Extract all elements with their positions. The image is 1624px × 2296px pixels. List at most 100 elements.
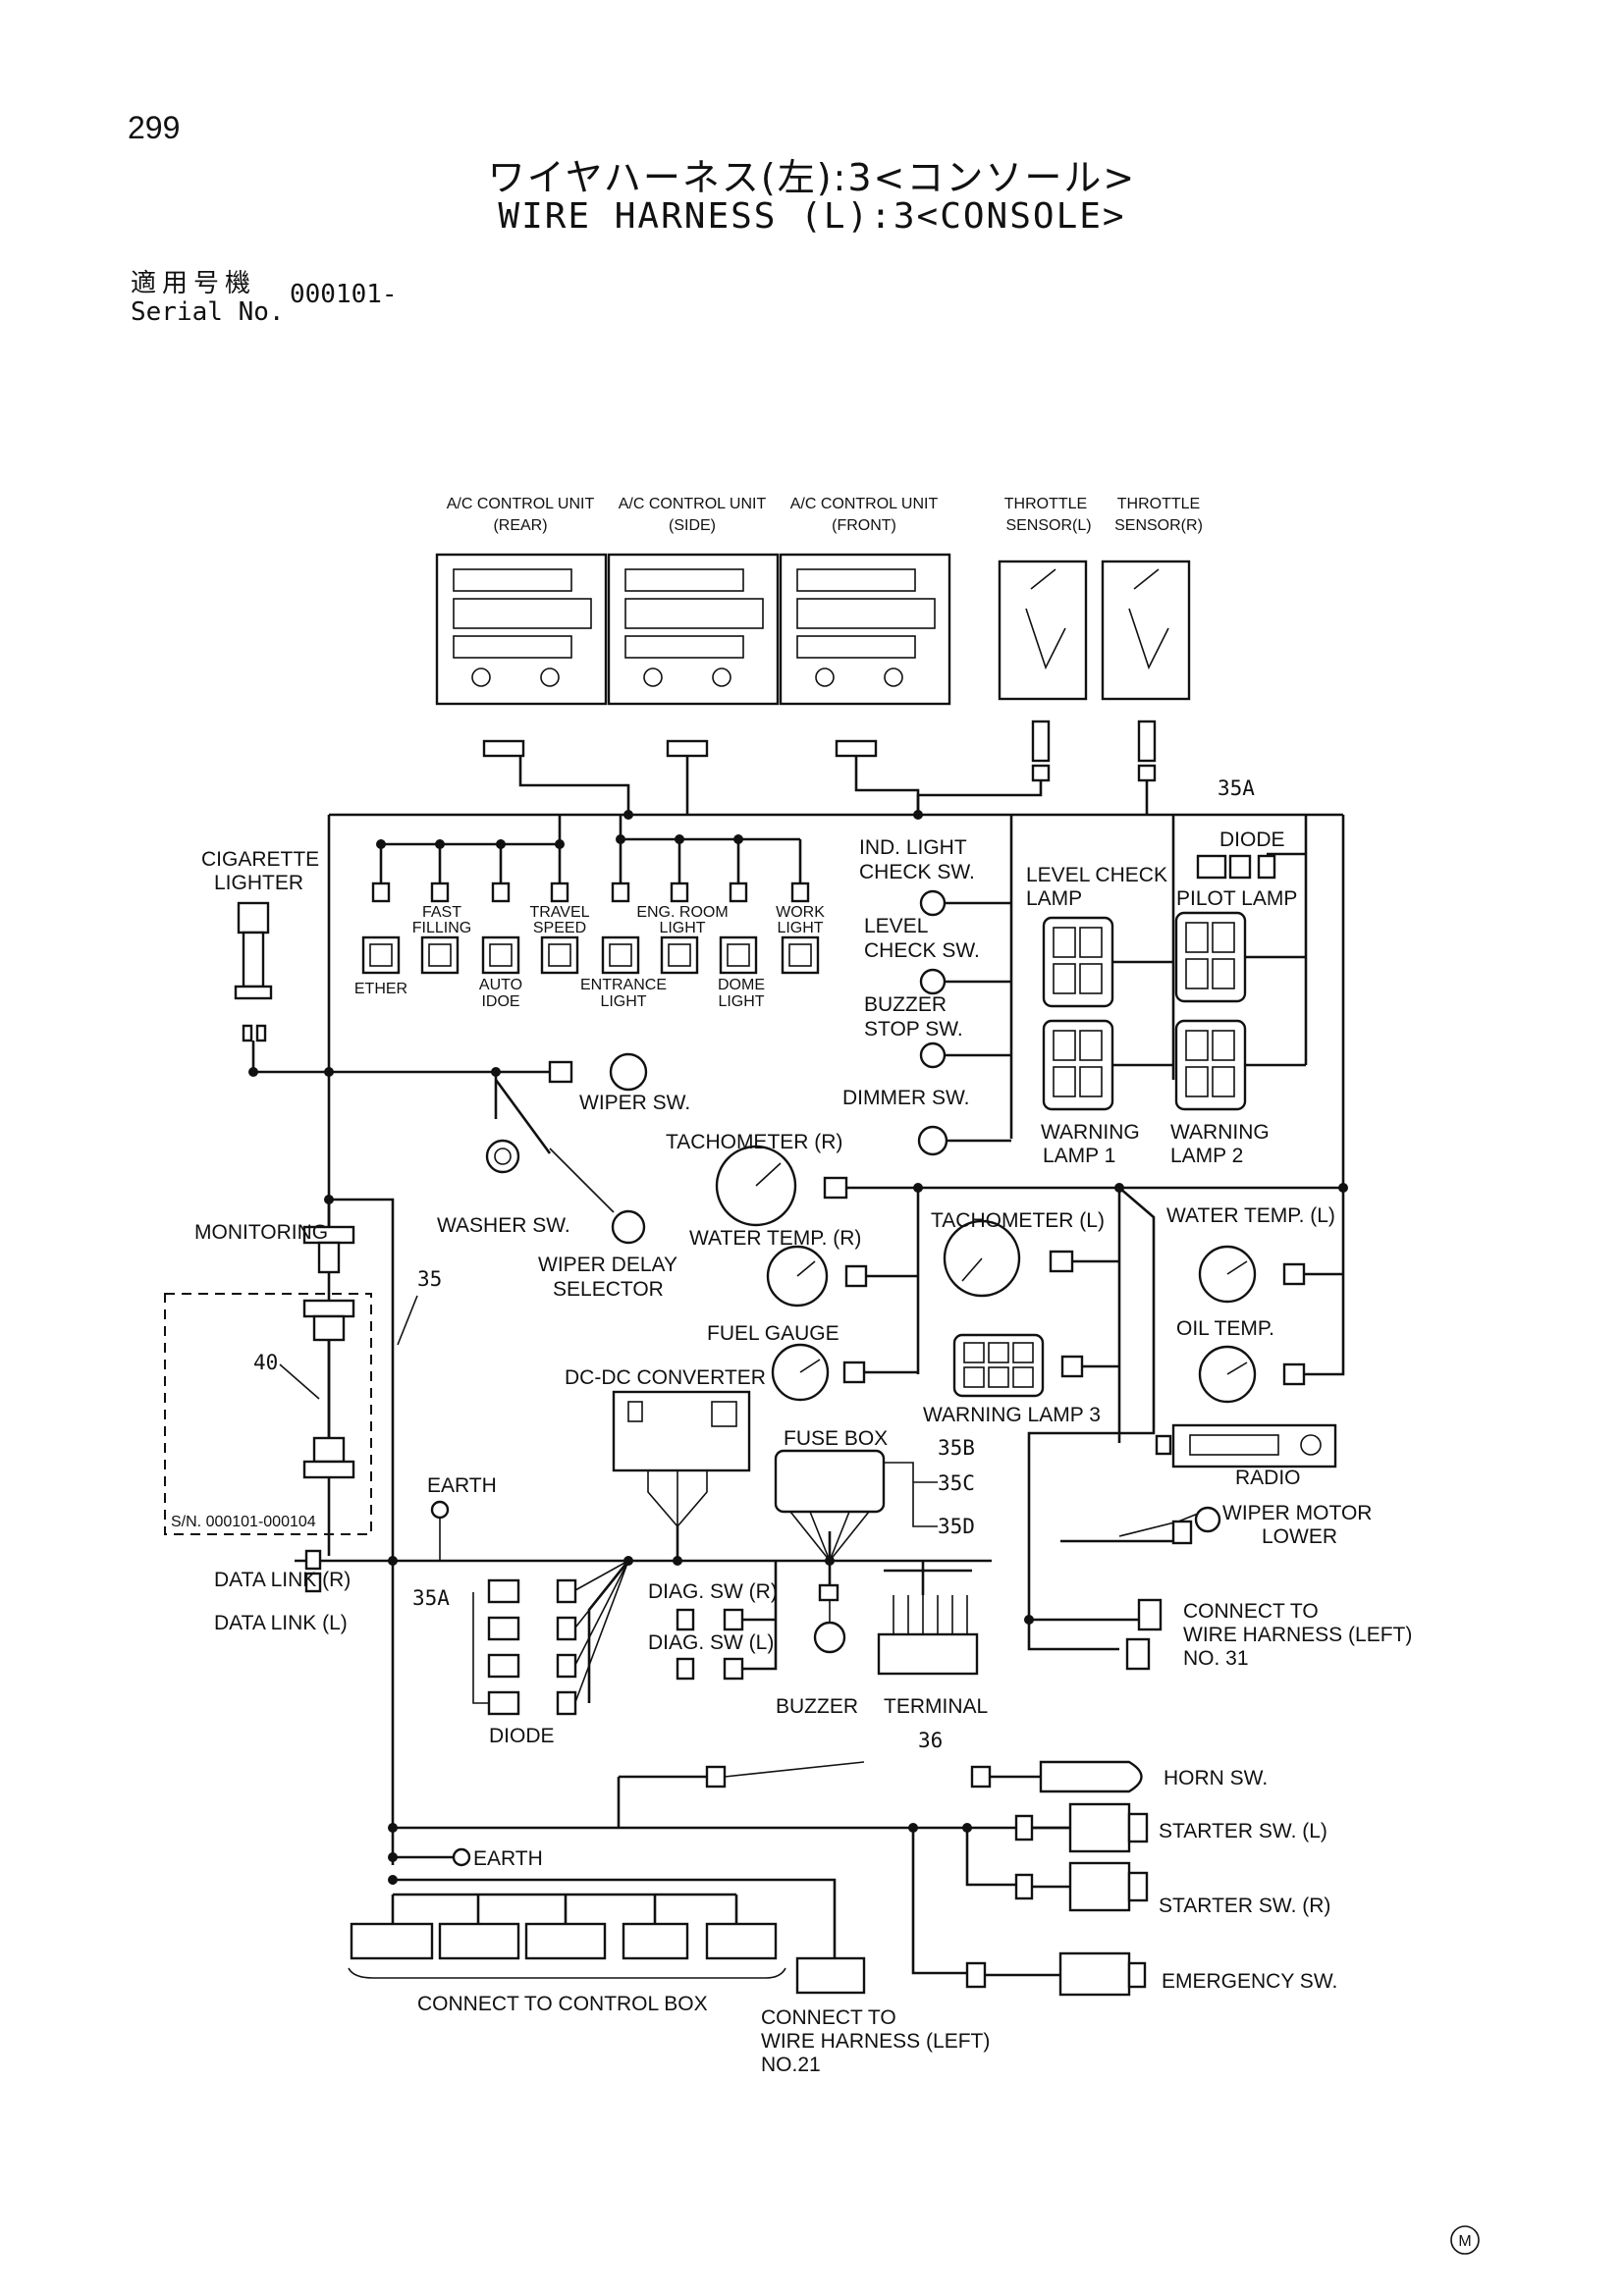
label-fuse-box: FUSE BOX — [784, 1427, 888, 1450]
label-water-temp-l: WATER TEMP. (L) — [1166, 1204, 1335, 1227]
label-fast-filling-2: FILLING — [412, 920, 471, 936]
label-monitoring: MONITORING — [194, 1221, 328, 1244]
label-buzzer-stop-1: BUZZER — [864, 993, 947, 1016]
switch-connectors-row — [371, 881, 810, 903]
pilot-lamp — [1174, 911, 1306, 1003]
label-earth-bottom: EARTH — [473, 1847, 543, 1870]
label-ref-36: 36 — [918, 1729, 943, 1752]
monitoring-connector — [302, 1225, 355, 1479]
label-data-link-l: DATA LINK (L) — [214, 1612, 348, 1634]
serial-range-box — [164, 1293, 372, 1535]
callout-35 — [397, 1295, 418, 1346]
wiper-switch — [548, 1052, 648, 1092]
label-washer-sw: WASHER SW. — [437, 1214, 570, 1237]
label-travel-speed-1: TRAVEL — [529, 904, 589, 921]
label-starter-r: STARTER SW. (R) — [1159, 1895, 1330, 1917]
warning-lamp-1 — [1042, 1019, 1173, 1111]
label-fast-filling-1: FAST — [422, 904, 461, 921]
label-throttle-r-2: SENSOR(R) — [1114, 517, 1203, 534]
label-ac-rear-1: A/C CONTROL UNIT — [447, 496, 595, 512]
label-warning-lamp1-2: LAMP 1 — [1043, 1145, 1115, 1167]
washer-switch — [485, 1139, 520, 1174]
label-eng-room-2: LIGHT — [659, 920, 705, 936]
label-entrance-light-2: LIGHT — [600, 993, 646, 1010]
label-warning-lamp3: WARNING LAMP 3 — [923, 1404, 1101, 1426]
label-warning-lamp2-1: WARNING — [1170, 1121, 1270, 1144]
label-tach-l: TACHOMETER (L) — [931, 1209, 1105, 1232]
label-ac-side-1: A/C CONTROL UNIT — [619, 496, 767, 512]
throttle-sensor-left — [998, 560, 1088, 782]
control-box-connectors — [348, 1893, 866, 1995]
label-wiper-motor-2: LOWER — [1262, 1525, 1337, 1548]
label-diag-r: DIAG. SW (R) — [648, 1580, 778, 1603]
label-cigarette-2: LIGHTER — [214, 872, 303, 894]
throttle-sensor-right — [1101, 560, 1191, 782]
label-connect-left31-1: CONNECT TO — [1183, 1600, 1319, 1623]
label-starter-l: STARTER SW. (L) — [1159, 1820, 1327, 1842]
serial-label-japanese: 適用号機 — [131, 269, 257, 298]
label-connect-left31-2: WIRE HARNESS (LEFT) — [1183, 1624, 1412, 1646]
label-connect-left31-3: NO. 31 — [1183, 1647, 1249, 1670]
earth-top-symbol — [430, 1500, 450, 1561]
label-diag-l: DIAG. SW (L) — [648, 1631, 774, 1654]
label-corner-mark: M — [1458, 2233, 1471, 2250]
label-emergency: EMERGENCY SW. — [1162, 1970, 1337, 1993]
label-terminal: TERMINAL — [884, 1695, 988, 1718]
label-dome-light-1: DOME — [718, 977, 765, 993]
label-work-light-1: WORK — [776, 904, 825, 921]
fuel-gauge — [771, 1343, 918, 1402]
water-temp-right-gauge — [766, 1245, 918, 1308]
warning-lamp-2 — [1174, 1019, 1306, 1111]
label-ref-35a-bottom: 35A — [412, 1586, 450, 1610]
label-ac-rear-2: (REAR) — [493, 517, 547, 534]
label-fuel-gauge: FUEL GAUGE — [707, 1322, 839, 1345]
label-ind-light-2: CHECK SW. — [859, 861, 975, 883]
label-cigarette-1: CIGARETTE — [201, 848, 319, 871]
page-number: 299 — [128, 110, 181, 145]
label-horn: HORN SW. — [1164, 1767, 1268, 1789]
label-buzzer: BUZZER — [776, 1695, 858, 1718]
label-ac-front-2: (FRONT) — [832, 517, 896, 534]
label-wiper-sw: WIPER SW. — [579, 1092, 690, 1114]
wiper-motor — [1118, 1506, 1221, 1545]
label-ref-35b: 35B — [938, 1436, 975, 1460]
connect-left-31-connectors — [1125, 1598, 1163, 1671]
serial-label-english: Serial No. — [131, 297, 285, 327]
data-link-connectors — [304, 1549, 322, 1593]
ac-control-unit-front — [779, 553, 951, 758]
terminal-block — [877, 1569, 979, 1676]
page-title-japanese: ワイヤハーネス(左):3<コンソール> — [487, 156, 1137, 199]
ac-control-unit-side — [607, 553, 780, 758]
label-water-temp-r: WATER TEMP. (R) — [689, 1227, 861, 1250]
label-level-check-lamp-1: LEVEL CHECK — [1026, 864, 1167, 886]
label-throttle-l-1: THROTTLE — [1004, 496, 1087, 512]
diode-top — [1196, 854, 1276, 880]
indicator-switches — [917, 889, 1011, 1156]
label-warning-lamp2-2: LAMP 2 — [1170, 1145, 1243, 1167]
label-dome-light-2: LIGHT — [718, 993, 764, 1010]
label-dcdc: DC-DC CONVERTER — [565, 1366, 766, 1389]
starter-switch-right — [1014, 1861, 1149, 1912]
label-data-link-r: DATA LINK (R) — [214, 1569, 351, 1591]
label-ind-light-1: IND. LIGHT — [859, 836, 967, 859]
level-check-lamp — [1042, 916, 1173, 1008]
label-pilot-lamp: PILOT LAMP — [1176, 887, 1297, 910]
label-sn-range: S/N. 000101-000104 — [171, 1514, 316, 1530]
label-earth-top: EARTH — [427, 1474, 497, 1497]
label-ref-35c: 35C — [938, 1471, 975, 1495]
fuse-box — [774, 1449, 938, 1562]
water-temp-left-gauge — [1198, 1245, 1343, 1304]
label-dimmer: DIMMER SW. — [842, 1087, 970, 1109]
diode-bottom-group — [472, 1560, 629, 1716]
label-ref-35: 35 — [417, 1267, 442, 1291]
label-ref-35a-top: 35A — [1218, 776, 1255, 800]
cigarette-lighter — [234, 901, 273, 1042]
buzzer — [813, 1583, 846, 1654]
label-travel-speed-2: SPEED — [533, 920, 586, 936]
label-level-check-lamp-2: LAMP — [1026, 887, 1082, 910]
label-work-light-2: LIGHT — [777, 920, 823, 936]
label-connect-left21-1: CONNECT TO — [761, 2006, 896, 2029]
dcdc-converter — [612, 1390, 751, 1527]
tachometer-right — [715, 1145, 874, 1227]
